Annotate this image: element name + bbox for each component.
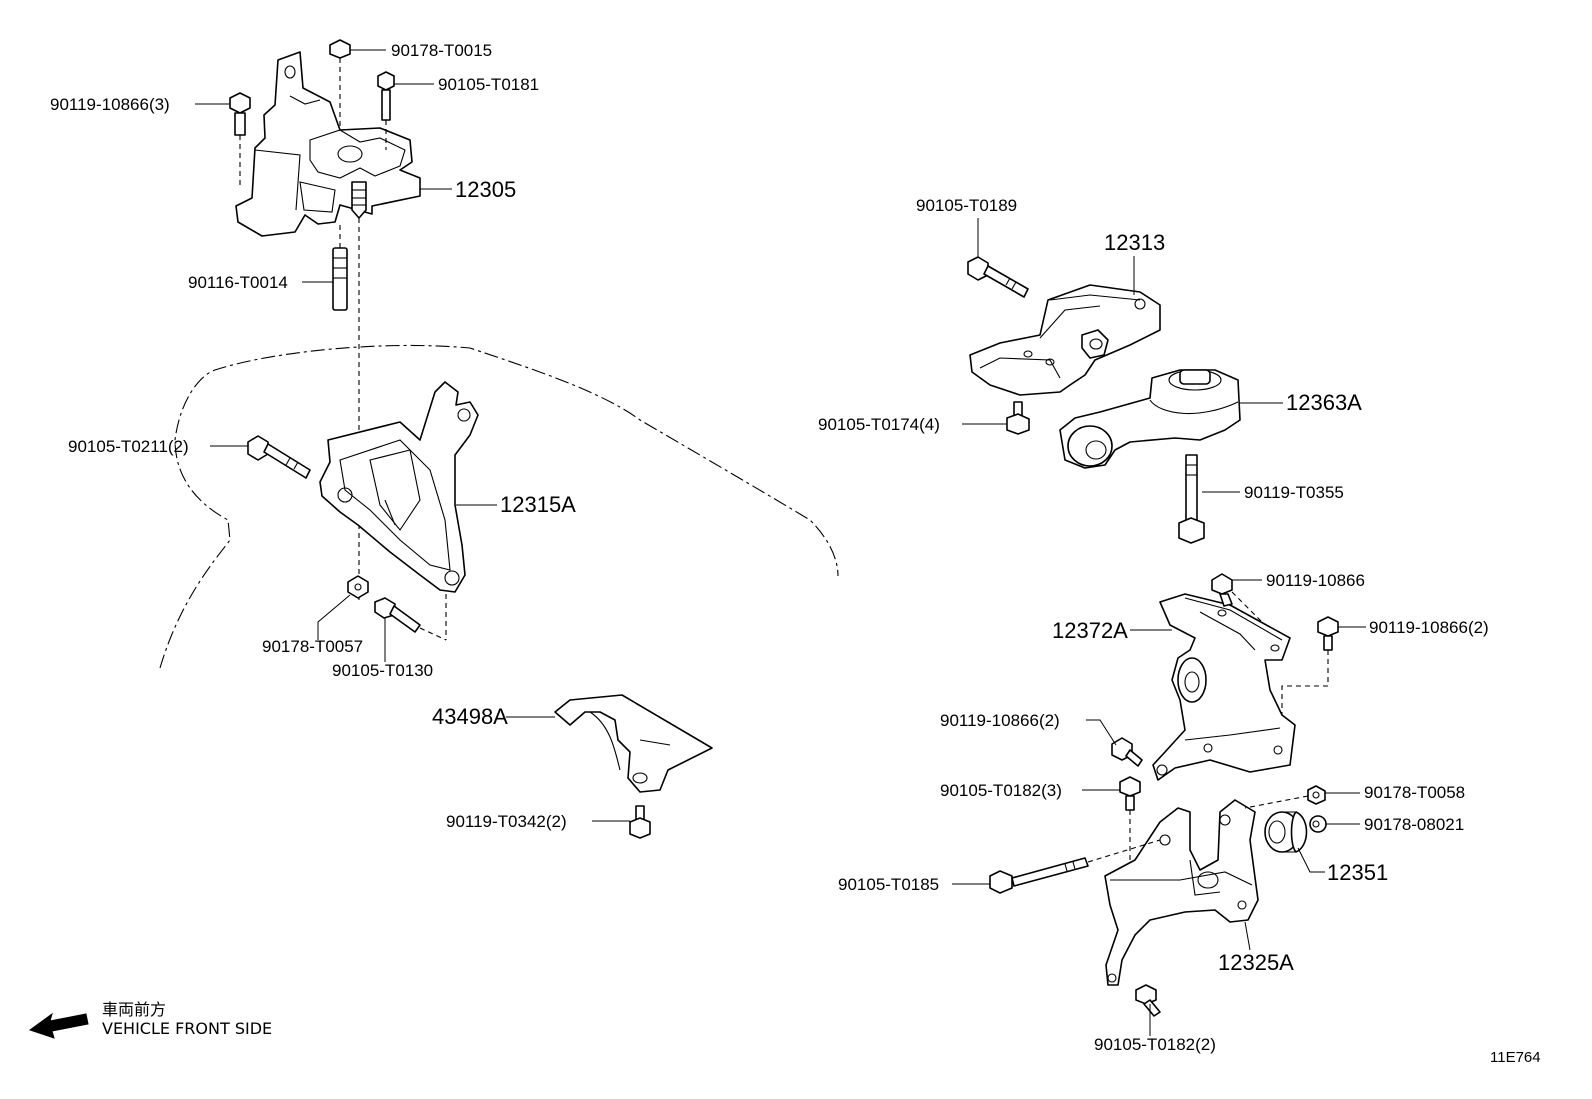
label-12315A: 12315A: [500, 492, 576, 517]
front-arrow-icon: [28, 1012, 89, 1039]
label-90178-T0015: 90178-T0015: [391, 41, 492, 60]
label-90105-T0182-2: 90105-T0182(2): [1094, 1035, 1216, 1054]
label-90105-T0182-3: 90105-T0182(3): [940, 781, 1062, 800]
label-90178-T0058: 90178-T0058: [1364, 783, 1465, 802]
label-12305: 12305: [455, 177, 516, 202]
diagram-id: 11E764: [1490, 1049, 1541, 1066]
bolt-90119-10866-2-upper[interactable]: [1281, 616, 1339, 715]
label-90119-10866: 90119-10866: [1266, 571, 1365, 590]
label-90105-T0181: 90105-T0181: [438, 75, 539, 94]
bolt-90105-T0130[interactable]: [374, 597, 447, 641]
label-90105-T0130: 90105-T0130: [332, 661, 433, 680]
nut-90178-T0057[interactable]: [347, 575, 369, 599]
engine-outline: [159, 344, 839, 669]
label-90178-08021: 90178-08021: [1364, 815, 1464, 834]
stud-90116-T0014[interactable]: [332, 225, 348, 311]
bolt-90105-T0185[interactable]: [989, 839, 1161, 894]
label-12351: 12351: [1327, 860, 1388, 885]
bolt-90119-T0355[interactable]: [1178, 454, 1205, 544]
label-90119-10866-2-upper: 90119-10866(2): [1369, 618, 1489, 637]
part-12315A-bracket[interactable]: [319, 381, 479, 593]
part-12313-bracket[interactable]: [969, 284, 1161, 396]
label-90119-T0355: 90119-T0355: [1244, 483, 1344, 502]
part-12363A-rod[interactable]: [1059, 369, 1241, 469]
label-90105-T0211-2: 90105-T0211(2): [68, 437, 189, 456]
label-90119-10866-3: 90119-10866(3): [50, 95, 170, 114]
label-12372A: 12372A: [1052, 618, 1128, 643]
bolt-90105-T0189[interactable]: [967, 256, 1029, 298]
bolt-90105-T0181[interactable]: [377, 71, 395, 150]
label-12313: 12313: [1104, 230, 1165, 255]
nut-90178-08021[interactable]: [1309, 815, 1327, 833]
bolt-90119-T0342-2[interactable]: [629, 805, 651, 839]
label-90119-10866-2-lower: 90119-10866(2): [940, 711, 1060, 730]
vehicle-front-indicator: 車両前方 VEHICLE FRONT SIDE: [28, 1000, 272, 1039]
bolt-90105-T0174-4[interactable]: [1006, 401, 1030, 435]
part-43498A-cover[interactable]: [554, 694, 713, 793]
label-90178-T0057: 90178-T0057: [262, 637, 363, 656]
label-front-jp: 車両前方: [102, 1000, 166, 1019]
part-12325A-bracket[interactable]: [1104, 799, 1259, 986]
bolt-90105-T0211-2[interactable]: [247, 435, 311, 479]
label-90105-T0189: 90105-T0189: [916, 196, 1017, 215]
label-12325A: 12325A: [1218, 950, 1294, 975]
label-43498A: 43498A: [432, 704, 508, 729]
label-12363A: 12363A: [1286, 390, 1362, 415]
label-90116-T0014: 90116-T0014: [188, 273, 288, 292]
nut-90178-T0015[interactable]: [329, 39, 351, 130]
leader-lines: [195, 49, 1366, 1036]
part-12351-bushing[interactable]: [1264, 811, 1308, 853]
nut-90178-T0058[interactable]: [1244, 785, 1326, 809]
bolt-90105-T0182-3[interactable]: [1119, 776, 1141, 862]
bolt-90119-10866-2-lower[interactable]: [1111, 737, 1143, 767]
part-12305-mount[interactable]: [235, 51, 421, 237]
bolt-90119-10866[interactable]: [1211, 573, 1263, 623]
label-90105-T0174-4: 90105-T0174(4): [818, 415, 940, 434]
bolt-90105-T0182-2[interactable]: [1135, 984, 1161, 1017]
label-front-en: VEHICLE FRONT SIDE: [102, 1019, 272, 1038]
bolt-90119-10866-3[interactable]: [229, 92, 251, 185]
screw-under-12305: [351, 181, 367, 219]
label-90105-T0185: 90105-T0185: [838, 875, 939, 894]
label-90119-T0342-2: 90119-T0342(2): [446, 812, 567, 831]
part-12372A-bracket[interactable]: [1152, 593, 1296, 781]
